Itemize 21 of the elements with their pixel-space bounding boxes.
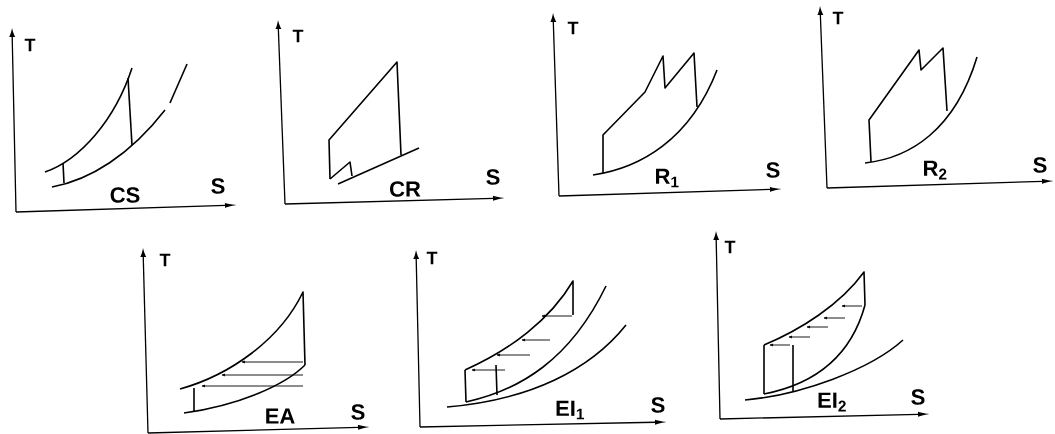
axis-label: T [832,11,844,25]
axis-label: S [351,404,365,420]
axis-label: S [1033,157,1047,173]
cycle-label: CR [390,181,421,197]
cycle-label: R$_{2}$ [924,160,947,180]
cycle-label: EI$_{2}$ [818,392,846,412]
axis-label: T [724,240,736,254]
axis-label: T [159,253,171,267]
axis-label: T [292,29,304,43]
axis-label: T [24,38,36,52]
axis-label: S [911,389,925,405]
axis-label: S [651,397,665,413]
cycle-label: EI$_{1}$ [556,400,584,420]
cycle-label: EA [266,408,295,424]
axis-label: T [426,251,438,265]
axis-label: T [567,21,579,35]
axis-label: S [486,169,500,185]
cycle-label: CS [110,187,140,203]
cycle-label: R$_{1}$ [656,168,679,188]
axis-label: S [766,162,780,178]
axis-label: S [211,178,225,194]
